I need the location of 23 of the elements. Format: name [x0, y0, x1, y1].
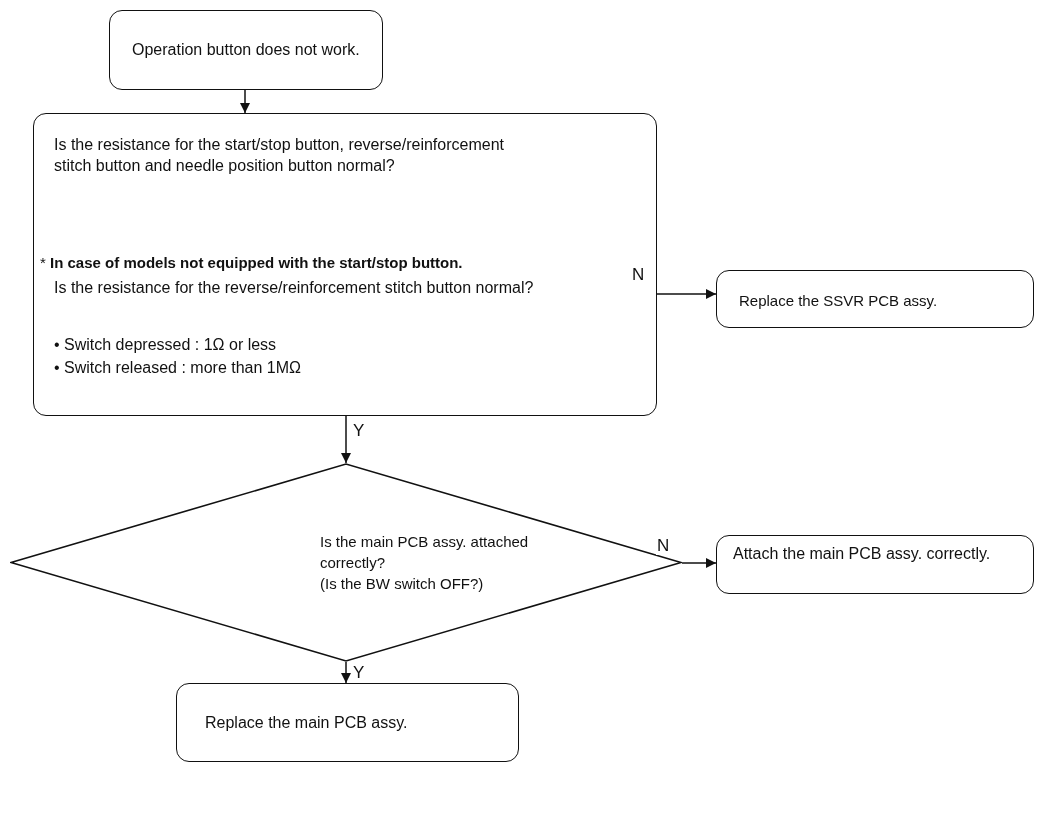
- process-box: [33, 113, 657, 416]
- node-text: • Switch depressed : 1Ω or less: [54, 335, 278, 355]
- node-text: *In case of models not equipped with the start/stop button.: [40, 253, 464, 273]
- node-text: • Switch released : more than 1MΩ: [54, 358, 302, 378]
- arrow: [341, 661, 351, 684]
- node-text: (Is the BW switch OFF?): [320, 574, 485, 594]
- node-text: Replace the SSVR PCB assy.: [739, 291, 939, 311]
- arrow: [656, 289, 717, 299]
- arrow: [681, 558, 717, 568]
- decision-diamond: [10, 463, 682, 662]
- process-box: [109, 10, 383, 90]
- node-text: Is the main PCB assy. attached correctly?: [320, 532, 530, 573]
- process-box: [716, 270, 1034, 328]
- node-text: Attach the main PCB assy. correctly.: [733, 544, 992, 564]
- node-text: Is the resistance for the start/stop button, reverse/reinforcement stitch button and needle position button normal?: [54, 135, 505, 176]
- process-box: [176, 683, 519, 762]
- arrow: [341, 415, 351, 464]
- process-box: [716, 535, 1034, 594]
- arrow: [240, 89, 250, 114]
- node-text: Replace the main PCB assy.: [205, 713, 409, 733]
- node-text: Is the resistance for the reverse/reinforcement stitch button normal?: [54, 278, 535, 298]
- node-text: Operation button does not work.: [132, 40, 361, 60]
- edge-label: N: [656, 537, 671, 555]
